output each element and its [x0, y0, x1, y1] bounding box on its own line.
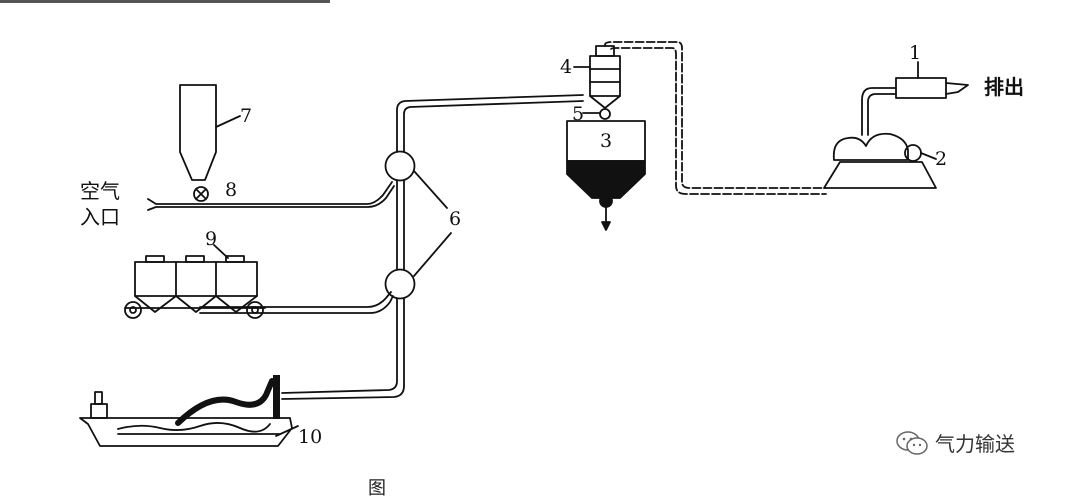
wagon-branch-pipe — [199, 291, 392, 308]
ship-10 — [79, 391, 299, 447]
switch-valve-6-upper — [384, 150, 416, 182]
silencer-1 — [895, 77, 947, 99]
label-5: 5 — [572, 103, 585, 125]
exhaust-label: 排出 — [984, 75, 1024, 99]
exhaust-outlet — [945, 82, 969, 95]
pneumatic-conveying-diagram — [0, 0, 969, 447]
silo-7-leader — [215, 115, 241, 128]
label-9: 9 — [205, 228, 218, 250]
label-3: 3 — [600, 130, 613, 152]
suction-nozzle — [175, 378, 275, 426]
label-4: 4 — [560, 56, 573, 78]
watermark: 气力输送 — [895, 428, 1015, 457]
ship-pipe-riser — [273, 375, 280, 419]
main-vertical-pipe — [396, 94, 584, 153]
label-7: 7 — [240, 105, 253, 127]
valve-6-leader-upper — [413, 170, 448, 209]
exhaust-pipe — [861, 87, 897, 136]
receiving-bin-3 — [566, 120, 646, 231]
label-10: 10 — [298, 426, 323, 448]
label-8: 8 — [225, 179, 238, 201]
label-6: 6 — [449, 208, 462, 230]
silo-7 — [179, 84, 217, 181]
air-inlet-label-line1: 空气 — [80, 179, 120, 203]
separator-4 — [589, 45, 621, 109]
switch-valve-6-lower — [384, 268, 416, 300]
vacuum-pump-2 — [823, 132, 937, 189]
pump-2-leader — [920, 152, 937, 160]
watermark-text: 气力输送 — [935, 432, 1015, 456]
valve-6-leader-lower — [413, 232, 452, 277]
rotary-feeder-8 — [193, 186, 209, 202]
rail-wagon-9 — [124, 255, 266, 319]
air-pipe-to-pump — [604, 41, 827, 189]
top-border — [0, 0, 330, 3]
air-inlet-pipe — [147, 181, 393, 205]
wagon-9-leader — [213, 244, 229, 259]
figure-caption: 图 — [368, 478, 388, 499]
label-2: 2 — [935, 148, 948, 170]
label-1: 1 — [909, 42, 922, 64]
wechat-icon — [896, 430, 928, 455]
rotary-valve-5 — [599, 108, 611, 120]
air-inlet-label-line2: 入口 — [80, 205, 120, 229]
